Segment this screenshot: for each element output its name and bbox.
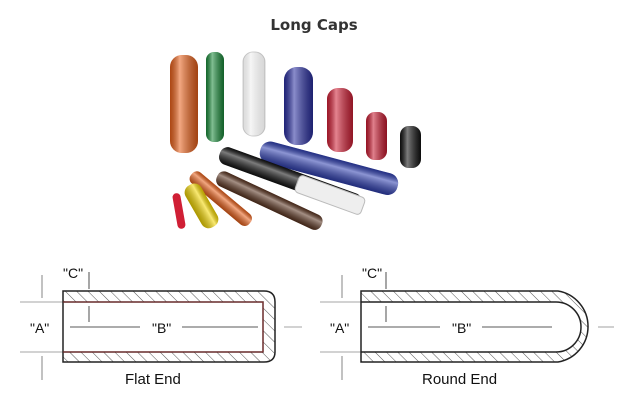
small-red-cap: [172, 193, 186, 229]
dimension-a-label: "A": [30, 320, 49, 336]
dimension-b-label: "B": [152, 320, 171, 336]
red-upright-cap: [327, 88, 353, 152]
round-end-diagram: [320, 272, 614, 380]
green-upright-cap: [206, 52, 224, 142]
page-title: Long Caps: [270, 16, 358, 34]
black-short-cap: [400, 126, 421, 168]
blue-upright-cap: [284, 67, 313, 145]
brown-long-cap: [216, 171, 323, 230]
red-short-cap: [366, 112, 387, 160]
caps-photo: [170, 51, 421, 230]
dimension-a-label: "A": [330, 320, 349, 336]
white-long-cap: [294, 175, 366, 215]
dimension-c-label: "C": [63, 265, 83, 281]
flat-end-caption: Flat End: [125, 371, 181, 388]
orange-upright-cap: [170, 55, 198, 153]
dimension-b-label: "B": [452, 320, 471, 336]
yellow-long-cap: [184, 183, 219, 229]
flat-end-diagram: [20, 272, 302, 380]
white-upright-cap: [242, 51, 266, 137]
dimension-c-label: "C": [362, 265, 382, 281]
blue-long-cap: [259, 141, 399, 196]
orange-long-cap: [189, 171, 252, 226]
round-end-caption: Round End: [422, 371, 497, 388]
